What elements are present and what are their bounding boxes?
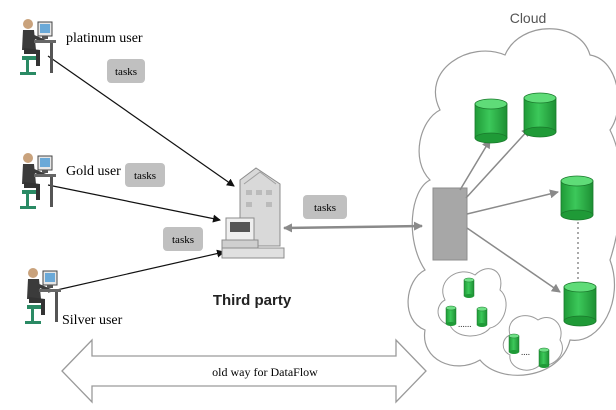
thirdparty-cloud-arrow: [283, 221, 423, 233]
gateway-to-db-arrow: [459, 139, 491, 191]
task-box: [303, 195, 347, 219]
task-label: tasks: [172, 234, 194, 246]
task-label: tasks: [134, 170, 156, 182]
gateway-to-db-arrow: [465, 127, 531, 199]
gateway-to-db-arrow: [466, 227, 561, 293]
database-icon: [560, 175, 594, 221]
cloud-gateway: [432, 187, 468, 261]
user-label-platinum: platinum user: [66, 31, 143, 46]
user-label-gold: Gold user: [66, 164, 121, 179]
database-icon: [474, 98, 508, 144]
task-box: [107, 59, 145, 83]
dataflow-label: old way for DataFlow: [212, 365, 318, 379]
database-icon: [563, 281, 597, 327]
task-label: tasks: [115, 66, 137, 78]
user-to-thirdparty-arrow: [47, 249, 225, 293]
database-icon: [463, 277, 475, 299]
database-icon: [538, 347, 550, 369]
user-to-thirdparty-arrow: [47, 55, 235, 187]
database-icon: [523, 92, 557, 138]
gateway-to-db-arrow: [466, 189, 559, 215]
computer-user-icon: [19, 152, 57, 210]
user-label-silver: Silver user: [62, 313, 123, 328]
dataflow-double-arrow: [61, 338, 427, 404]
database-icon: [445, 305, 457, 327]
task-box: [125, 163, 165, 187]
database-icon: [508, 333, 520, 355]
task-label: tasks: [314, 202, 336, 214]
database-icon: [476, 306, 488, 328]
cluster-ellipsis: ....: [521, 347, 530, 357]
computer-user-icon: [24, 267, 62, 325]
user-to-thirdparty-arrow: [47, 184, 221, 223]
cloud-label: Cloud: [510, 10, 547, 26]
cluster-ellipsis: ......: [458, 319, 472, 329]
third-party-label: Third party: [213, 292, 292, 309]
computer-user-icon: [19, 18, 57, 76]
task-box: [163, 227, 203, 251]
server-building-icon: [221, 167, 285, 259]
